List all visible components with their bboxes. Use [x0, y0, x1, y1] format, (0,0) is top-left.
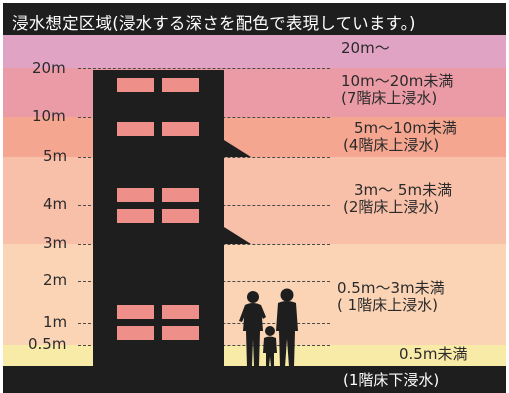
level-label-2m: 2m: [43, 271, 68, 289]
bottom-bar: [3, 366, 506, 393]
range-line: 0.5m〜3m未満: [337, 279, 445, 297]
range-sub-line: (2階床上浸水): [343, 198, 440, 216]
window: [117, 305, 154, 319]
window: [117, 326, 154, 340]
frame-left: [0, 0, 3, 393]
window: [162, 188, 199, 202]
level-label-1m: 1m: [43, 313, 68, 331]
level-label-3m: 3m: [43, 234, 68, 252]
level-label-5m: 5m: [43, 147, 68, 165]
band-5m-10m: [3, 117, 506, 157]
range-sub-line: ( 1階床上浸水): [337, 296, 439, 314]
building-ledge-lower: [224, 227, 251, 244]
window: [162, 78, 199, 92]
page-title: 浸水想定区域(浸水する深さを配色で表現しています。): [12, 14, 416, 33]
range-line: 3m〜 5m未満: [354, 181, 453, 199]
range-label-20m-plus: 20m〜: [341, 40, 390, 57]
level-line-20m: [78, 68, 330, 69]
band-10m-20m: [3, 68, 506, 117]
window: [162, 209, 199, 223]
window: [117, 209, 154, 223]
building-icon: [93, 70, 224, 366]
level-label-0.5m: 0.5m: [28, 335, 67, 353]
band-3m-5m: [3, 157, 506, 244]
building-ledge-upper: [224, 140, 251, 157]
family-silhouette-icon: [239, 288, 298, 367]
frame-right: [506, 0, 509, 393]
band-20m-plus: [3, 35, 506, 68]
window: [162, 305, 199, 319]
window: [117, 122, 154, 136]
window: [117, 78, 154, 92]
range-label-3m-5m: 3m〜 5m未満 (2階床上浸水): [343, 182, 452, 216]
title-bar: 浸水想定区域(浸水する深さを配色で表現しています。): [3, 3, 506, 35]
level-label-20m: 20m: [32, 59, 66, 77]
range-sub-line: (7階床上浸水): [341, 89, 438, 107]
range-label-10m-20m: 10m〜20m未満 (7階床上浸水): [341, 73, 453, 107]
range-line: 5m〜10m未満: [354, 119, 457, 137]
window: [117, 188, 154, 202]
window: [162, 326, 199, 340]
range-sub-line: (1階床下浸水): [343, 371, 440, 389]
level-label-4m: 4m: [43, 195, 68, 213]
range-label-0.5m-3m: 0.5m〜3m未満 ( 1階床上浸水): [337, 280, 445, 314]
level-label-10m: 10m: [32, 107, 66, 125]
range-line: 0.5m未満: [399, 345, 468, 363]
range-label-under-0.5m-note: (1階床下浸水): [343, 372, 439, 389]
range-line: 10m〜20m未満: [341, 72, 454, 90]
range-sub-line: (4階床上浸水): [343, 136, 440, 154]
window: [162, 122, 199, 136]
range-label-5m-10m: 5m〜10m未満 (4階床上浸水): [343, 120, 457, 154]
range-label-under-0.5m: 0.5m未満: [399, 346, 467, 363]
range-line: 20m〜: [341, 39, 390, 57]
